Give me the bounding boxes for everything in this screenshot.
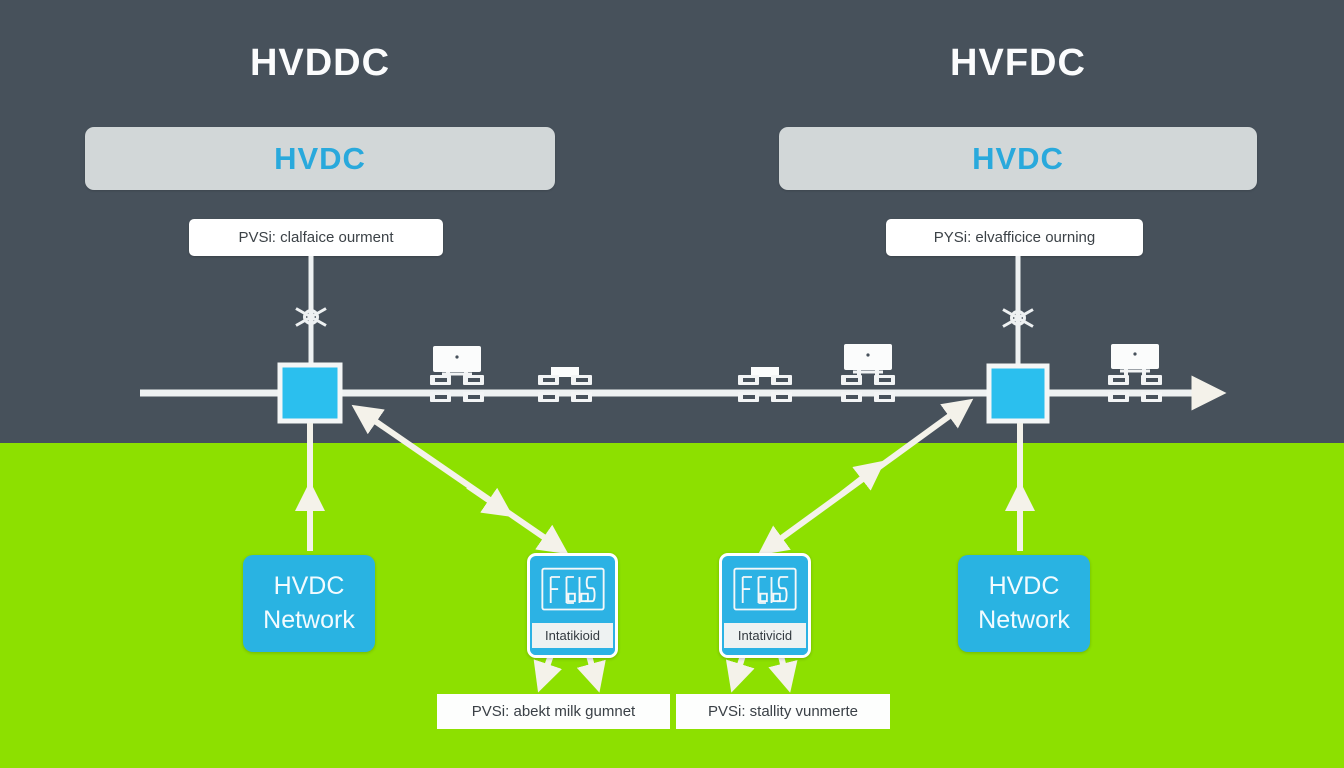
right-banner-label: HVDC — [972, 140, 1064, 176]
left-title: HVDDC — [249, 42, 391, 84]
sign-board-icon — [433, 346, 481, 383]
sign-board-icon — [1111, 344, 1159, 380]
bus-component-icon — [738, 375, 792, 402]
bus-component-icon — [1108, 375, 1162, 402]
device-caption-2: PVSi: stallity vunmerte — [676, 694, 890, 729]
right-title: HVFDC — [950, 42, 1086, 84]
bus-component-icon — [841, 375, 895, 402]
left-hvdc-network-box: HVDC Network — [243, 555, 375, 652]
right-converter-node — [986, 363, 1050, 424]
ground-region — [0, 443, 1344, 768]
right-banner: HVDC — [779, 127, 1257, 190]
device-box-1: Intatikioid — [527, 553, 618, 658]
bus-component-icon — [430, 375, 484, 402]
left-banner-label: HVDC — [274, 140, 366, 176]
device-label: Intativicid — [724, 623, 806, 648]
device-label: Intatikioid — [532, 623, 613, 648]
small-cap-icon — [551, 367, 579, 377]
device-schematic-icon — [722, 556, 808, 623]
device-caption-1: PVSi: abekt milk gumnet — [437, 694, 670, 729]
network-box-line1: HVDC — [988, 571, 1060, 600]
right-hvdc-network-box: HVDC Network — [958, 555, 1090, 652]
sign-board-icon — [844, 344, 892, 381]
left-converter-node — [277, 362, 343, 424]
right-star-valve-icon — [1001, 299, 1035, 337]
small-cap-icon — [751, 367, 779, 377]
network-box-line1: HVDC — [273, 571, 345, 600]
network-box-line2: Network — [978, 605, 1070, 634]
left-bus-label: PVSi: clalfaice ourment — [189, 219, 443, 256]
left-star-valve-icon — [294, 298, 328, 336]
device-box-2: Intativicid — [719, 553, 811, 658]
right-bus-label: PYSi: elvafficice ourning — [886, 219, 1143, 256]
bus-component-icon — [538, 375, 592, 402]
device-schematic-icon — [530, 556, 615, 623]
network-box-line2: Network — [263, 605, 355, 634]
left-banner: HVDC — [85, 127, 555, 190]
